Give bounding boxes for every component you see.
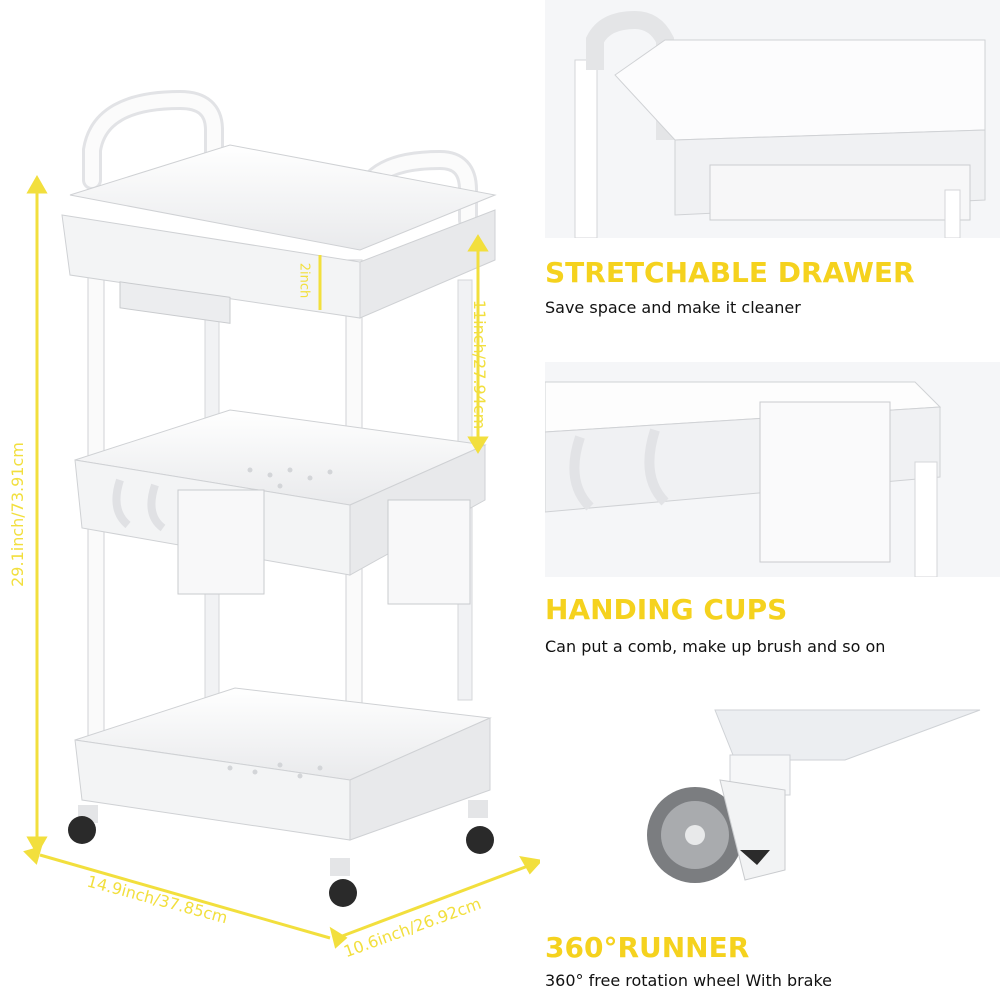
feature-desc-drawer: Save space and make it cleaner xyxy=(545,298,801,317)
shelf-gap-dimension-label: 11inch/27.94cm xyxy=(470,299,490,430)
drawer-height-dimension-label: 2inch xyxy=(296,262,312,299)
wheel-closeup-image xyxy=(545,700,1000,922)
cart-illustration xyxy=(23,89,540,949)
dimension-lines xyxy=(23,174,540,949)
feature-title-runner: 360°RUNNER xyxy=(545,931,750,964)
feature-title-drawer: STRETCHABLE DRAWER xyxy=(545,256,915,289)
cart-handle xyxy=(82,89,478,240)
drawer-closeup-image xyxy=(545,0,1000,238)
caster-wheels xyxy=(68,800,494,907)
feature-desc-cups: Can put a comb, make up brush and so on xyxy=(545,637,886,656)
feature-desc-runner: 360° free rotation wheel With brake xyxy=(545,971,833,990)
feature-title-cups: HANDING CUPS xyxy=(545,593,788,626)
hanging-cups-closeup-image xyxy=(545,362,1000,577)
height-dimension-label: 29.1inch/73.91cm xyxy=(7,442,27,587)
